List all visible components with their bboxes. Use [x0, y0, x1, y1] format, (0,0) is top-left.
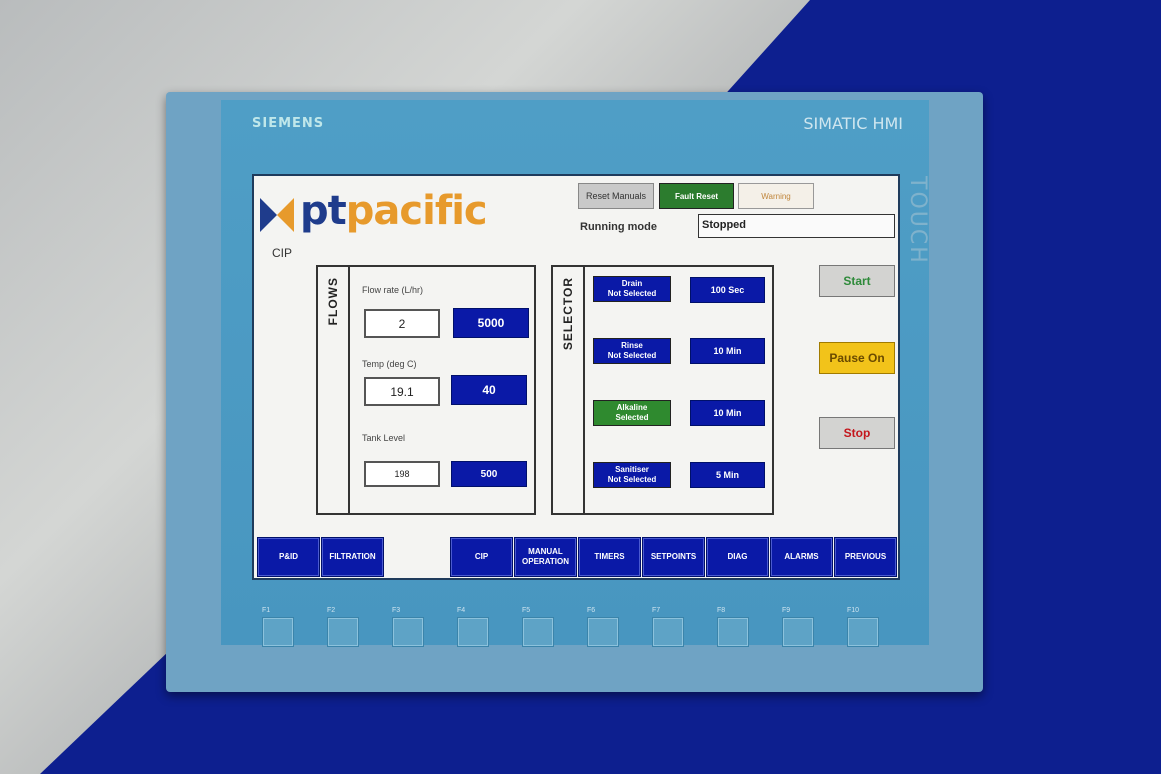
fkey-button[interactable]: [522, 617, 554, 647]
temp-setpoint-button[interactable]: 40: [451, 375, 527, 405]
flows-panel-header: FLOWS: [318, 267, 350, 513]
fkey-f2[interactable]: F2: [327, 607, 363, 647]
touch-label: TOUCH: [905, 176, 930, 265]
model-label: SIMATIC HMI: [803, 114, 903, 133]
fkey-button[interactable]: [782, 617, 814, 647]
nav-previous-button[interactable]: PREVIOUS: [834, 537, 897, 577]
background-blue-right: [975, 0, 1161, 774]
nav-filtration-button[interactable]: FILTRATION: [321, 537, 384, 577]
fkey-f3[interactable]: F3: [392, 607, 428, 647]
fkey-button[interactable]: [262, 617, 294, 647]
selector-item-name: Alkaline: [616, 403, 648, 412]
fkey-button[interactable]: [847, 617, 879, 647]
logo-mark-icon: [260, 198, 294, 232]
selector-panel: SELECTOR Drain Not Selected 100 Sec Rins…: [551, 265, 774, 515]
warning-button[interactable]: Warning: [738, 183, 814, 209]
nav-pid-button[interactable]: P&ID: [257, 537, 320, 577]
flows-panel: FLOWS Flow rate (L/hr) 2 5000 Temp (deg …: [316, 265, 536, 515]
fkey-label: F2: [327, 607, 336, 614]
fkey-button[interactable]: [457, 617, 489, 647]
fault-reset-button[interactable]: Fault Reset: [659, 183, 734, 209]
nav-alarms-button[interactable]: ALARMS: [770, 537, 833, 577]
function-keys: F1 F2 F3 F4 F5 F6 F7 F8 F9 F10: [262, 607, 902, 657]
tank-level-label: Tank Level: [362, 433, 406, 443]
start-button[interactable]: Start: [819, 265, 895, 297]
fkey-f4[interactable]: F4: [457, 607, 493, 647]
fkey-f1[interactable]: F1: [262, 607, 298, 647]
selector-drain-button[interactable]: Drain Not Selected: [593, 276, 671, 302]
selector-panel-header: SELECTOR: [553, 267, 585, 513]
selector-title: SELECTOR: [561, 277, 575, 351]
selector-item-name: Rinse: [621, 341, 643, 350]
fkey-label: F10: [847, 607, 860, 614]
fkey-button[interactable]: [392, 617, 424, 647]
page-title: CIP: [272, 246, 293, 260]
fkey-f5[interactable]: F5: [522, 607, 558, 647]
fkey-label: F3: [392, 607, 401, 614]
fkey-f9[interactable]: F9: [782, 607, 818, 647]
fkey-f10[interactable]: F10: [847, 607, 883, 647]
fkey-label: F5: [522, 607, 531, 614]
fkey-label: F6: [587, 607, 596, 614]
fkey-label: F7: [652, 607, 661, 614]
nav-diag-button[interactable]: DIAG: [706, 537, 769, 577]
nav-setpoints-button[interactable]: SETPOINTS: [642, 537, 705, 577]
fkey-button[interactable]: [717, 617, 749, 647]
tank-level-setpoint-button[interactable]: 500: [451, 461, 527, 487]
flows-title: FLOWS: [326, 277, 340, 326]
fkey-label: F9: [782, 607, 791, 614]
selector-item-state: Not Selected: [607, 475, 657, 484]
fkey-label: F1: [262, 607, 271, 614]
temp-label: Temp (deg C): [362, 359, 417, 369]
logo-part-1: pt: [300, 188, 347, 234]
logo-text: ptpacific: [300, 188, 488, 234]
selector-item-state: Not Selected: [607, 289, 657, 298]
flow-rate-label: Flow rate (L/hr): [362, 285, 424, 295]
fkey-button[interactable]: [652, 617, 684, 647]
fkey-label: F8: [717, 607, 726, 614]
alkaline-time-button[interactable]: 10 Min: [690, 400, 765, 426]
sanitiser-time-button[interactable]: 5 Min: [690, 462, 765, 488]
selector-item-state: Not Selected: [607, 351, 657, 360]
flow-rate-value: 2: [364, 309, 440, 338]
pause-button[interactable]: Pause On: [819, 342, 895, 374]
stop-button[interactable]: Stop: [819, 417, 895, 449]
fkey-f6[interactable]: F6: [587, 607, 623, 647]
temp-value: 19.1: [364, 377, 440, 406]
selector-item-state: Selected: [615, 413, 649, 422]
running-mode-value: Stopped: [698, 214, 895, 238]
tank-level-value: 198: [364, 461, 440, 487]
company-logo: ptpacific: [260, 184, 510, 236]
fkey-button[interactable]: [327, 617, 359, 647]
brand-label: SIEMENS: [252, 116, 325, 131]
reset-manuals-button[interactable]: Reset Manuals: [578, 183, 654, 209]
fkey-label: F4: [457, 607, 466, 614]
nav-manual-operation-button[interactable]: MANUAL OPERATION: [514, 537, 577, 577]
selector-item-name: Sanitiser: [615, 465, 649, 474]
selector-alkaline-button[interactable]: Alkaline Selected: [593, 400, 671, 426]
rinse-time-button[interactable]: 10 Min: [690, 338, 765, 364]
fkey-f7[interactable]: F7: [652, 607, 688, 647]
flow-rate-setpoint-button[interactable]: 5000: [453, 308, 529, 338]
running-mode-label: Running mode: [580, 221, 657, 233]
nav-cip-button[interactable]: CIP: [450, 537, 513, 577]
logo-part-2: pacific: [345, 188, 488, 234]
selector-rinse-button[interactable]: Rinse Not Selected: [593, 338, 671, 364]
selector-sanitiser-button[interactable]: Sanitiser Not Selected: [593, 462, 671, 488]
hmi-screen: ptpacific CIP Reset Manuals Fault Reset …: [252, 174, 900, 580]
fkey-button[interactable]: [587, 617, 619, 647]
fkey-f8[interactable]: F8: [717, 607, 753, 647]
drain-time-button[interactable]: 100 Sec: [690, 277, 765, 303]
nav-timers-button[interactable]: TIMERS: [578, 537, 641, 577]
selector-item-name: Drain: [621, 279, 643, 288]
